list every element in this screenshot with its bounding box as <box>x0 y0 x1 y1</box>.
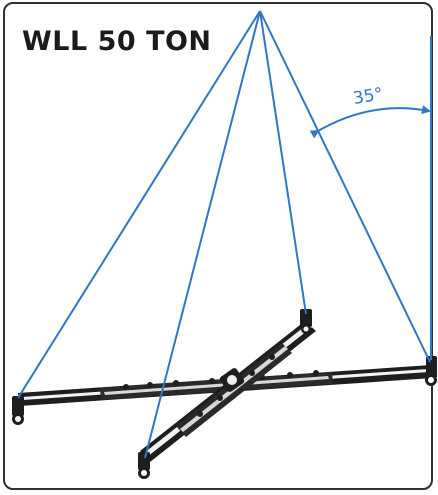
sling-back <box>259 10 307 315</box>
sling-front <box>144 10 261 459</box>
page-title: WLL 50 TON <box>22 26 212 57</box>
center-hub <box>219 368 245 392</box>
end-fitting-front <box>138 452 150 479</box>
sling-right <box>259 10 431 363</box>
sling-left <box>17 10 261 399</box>
end-fitting-back <box>300 309 312 334</box>
end-fitting-left <box>12 396 24 425</box>
end-fitting-right <box>425 356 437 386</box>
sling-group <box>17 10 431 459</box>
angle-arc <box>309 105 431 139</box>
